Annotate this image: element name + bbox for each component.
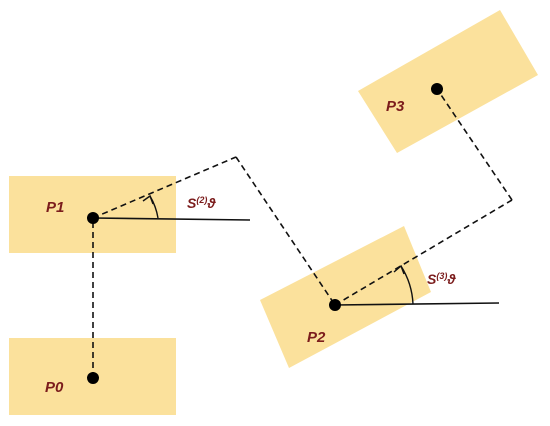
point-p1-dot bbox=[87, 212, 99, 224]
label-angle-s2-base: S bbox=[187, 195, 197, 211]
angle-arc-p1-head bbox=[142, 194, 154, 205]
label-p2: P2 bbox=[307, 329, 326, 346]
label-angle-s3-sup: (3) bbox=[436, 271, 447, 281]
label-angle-s2-sup: (2) bbox=[196, 195, 207, 205]
point-p2-dot bbox=[329, 299, 341, 311]
link-ext-p2 bbox=[235, 156, 336, 306]
link-p2-ext bbox=[334, 199, 513, 306]
angle-arc-p2-head bbox=[393, 264, 405, 275]
block-p2 bbox=[260, 226, 431, 368]
point-p3-dot bbox=[431, 83, 443, 95]
reference-line-p1 bbox=[92, 217, 251, 221]
label-angle-s3: S(3)ϑ bbox=[427, 271, 456, 287]
label-p3: P3 bbox=[386, 98, 405, 115]
label-p1: P1 bbox=[46, 199, 64, 216]
label-angle-s2-symbol: ϑ bbox=[206, 195, 216, 211]
link-ext-p3 bbox=[436, 88, 513, 201]
label-angle-s3-base: S bbox=[427, 271, 437, 287]
link-p1-ext bbox=[92, 156, 237, 219]
point-p0-dot bbox=[87, 372, 99, 384]
label-angle-s2: S(2)ϑ bbox=[187, 195, 216, 211]
block-p3 bbox=[358, 10, 538, 153]
reference-line-p2 bbox=[334, 302, 500, 306]
label-p0: P0 bbox=[45, 379, 64, 396]
label-angle-s3-symbol: ϑ bbox=[446, 271, 456, 287]
